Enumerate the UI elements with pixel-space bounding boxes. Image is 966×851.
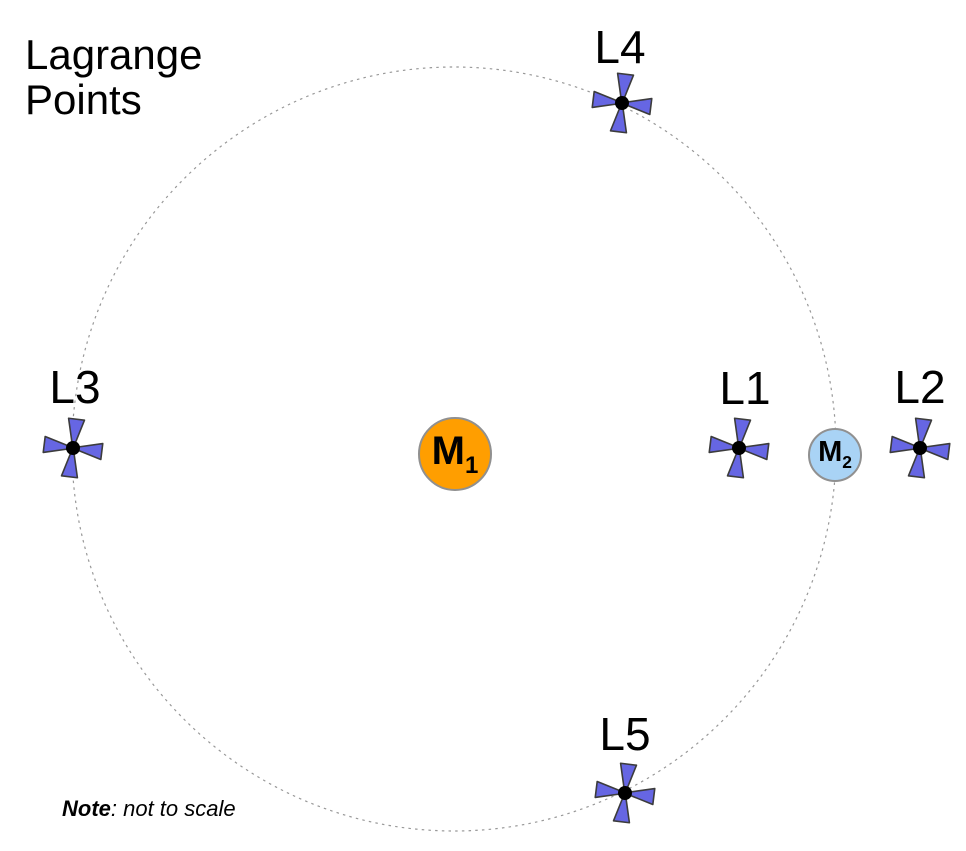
diagram-title: Lagrange Points bbox=[25, 31, 203, 123]
body-m2: M2 bbox=[808, 428, 862, 482]
pinwheel-marker-icon bbox=[708, 417, 770, 479]
body-m1: M1 bbox=[418, 417, 492, 491]
marker-center-dot bbox=[732, 441, 746, 455]
pinwheel-marker-icon bbox=[42, 417, 104, 479]
title-line1: Lagrange bbox=[25, 31, 203, 78]
note-label: Note bbox=[62, 796, 111, 821]
marker-center-dot bbox=[66, 441, 80, 455]
title-line2: Points bbox=[25, 75, 142, 123]
label-l2: L2 bbox=[894, 361, 946, 413]
pinwheel-marker-icon bbox=[591, 72, 653, 134]
scale-note: Note: not to scale bbox=[62, 796, 236, 822]
label-l3: L3 bbox=[49, 361, 101, 413]
note-text: : not to scale bbox=[110, 796, 236, 821]
pinwheel-marker-icon bbox=[594, 762, 656, 824]
marker-center-dot bbox=[618, 786, 632, 800]
body-label: M1 bbox=[432, 431, 479, 478]
body-letter: M bbox=[431, 428, 465, 473]
label-l5: L5 bbox=[599, 708, 651, 760]
marker-blades bbox=[708, 417, 770, 479]
label-l4: L4 bbox=[594, 21, 646, 73]
marker-center-dot bbox=[615, 96, 629, 110]
label-l1: L1 bbox=[719, 362, 771, 414]
marker-blades bbox=[42, 417, 104, 479]
body-label: M2 bbox=[818, 438, 852, 471]
body-letter: M bbox=[818, 436, 843, 469]
marker-center-dot bbox=[913, 441, 927, 455]
pinwheel-marker-icon bbox=[889, 417, 951, 479]
body-subscript: 1 bbox=[464, 451, 479, 479]
body-subscript: 2 bbox=[842, 452, 852, 473]
